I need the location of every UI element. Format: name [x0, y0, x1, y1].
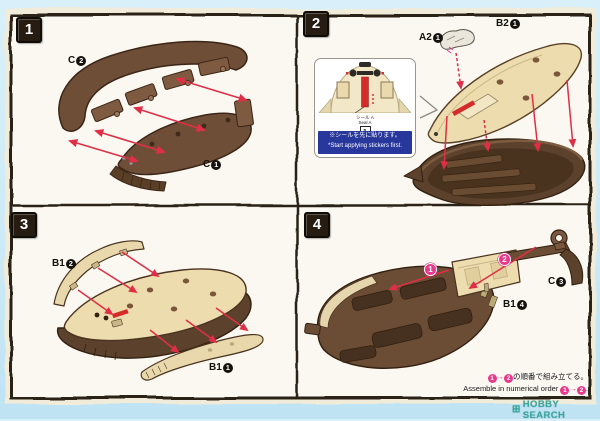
sticker-strip [451, 100, 476, 117]
assembly-arrows [68, 77, 248, 163]
order-2-badge: 2 [498, 253, 511, 266]
part-label-c2: C 2 [68, 55, 87, 66]
step-4-badge: 4 [304, 212, 330, 238]
part-label-a2: A2 1 [419, 32, 443, 43]
part-number-circle: 3 [556, 276, 567, 287]
part-number-circle: 2 [65, 258, 76, 269]
sticker-strip [112, 309, 129, 319]
hobby-search-watermark: ⊞ HOBBY SEARCH [512, 399, 600, 421]
part-number-circle: 1 [509, 18, 520, 29]
part-label-b1-right: B1 1 [209, 362, 233, 373]
part-number-circle: 4 [516, 299, 527, 310]
part-label-c1: C 1 [203, 159, 222, 170]
order-2-inline-badge: 2 [576, 386, 586, 395]
part-label-b1-left: B1 2 [52, 258, 76, 269]
step-2-badge: 2 [303, 11, 329, 37]
arrow-glyph: → [569, 384, 577, 393]
step3-side-rails-drawing [53, 240, 264, 381]
assembly-arrows [440, 52, 577, 170]
part-number-circle: 1 [211, 159, 222, 170]
assembly-arrows [388, 246, 537, 291]
step2-deck-assembly-drawing [403, 29, 586, 206]
step-1-badge: 1 [16, 17, 42, 43]
hull-ribs [90, 56, 231, 123]
part-number-circle: 1 [432, 32, 443, 43]
arrow-glyph: → [496, 372, 505, 381]
part-number-circle: 2 [76, 55, 87, 66]
step4-rudder-assembly-drawing [304, 229, 584, 369]
part-label-b2: B2 1 [496, 18, 520, 29]
seal-label-jp: シール A [356, 115, 374, 120]
order-2-inline-badge: 2 [504, 374, 513, 383]
hobby-search-watermark-text: HOBBY SEARCH [522, 399, 566, 421]
deck-bow-closeup [318, 62, 412, 114]
hobby-search-logo-icon: ⊞ [512, 404, 521, 415]
sticker-note: ※シールを先に貼ります。 *Start applying stickers fi… [318, 131, 412, 154]
order-1-inline-badge: 1 [487, 374, 497, 383]
callout-pointer [419, 95, 438, 119]
part-number-circle: 1 [222, 362, 233, 373]
order-1-badge: 1 [424, 263, 437, 276]
order-1-inline-badge: 1 [560, 386, 570, 395]
assembly-order-note-en: Assemble in numerical order 1→2. [463, 384, 588, 395]
step-3-badge: 3 [11, 212, 37, 238]
seal-label-en: Seal A [358, 120, 372, 126]
sticker-strip [361, 76, 369, 108]
sticker-callout-box: シール A Seal A 1 ※シールを先に貼ります。 *Start apply… [314, 58, 416, 158]
part-label-c3: C 3 [548, 276, 567, 287]
step1-hull-halves-drawing [58, 40, 254, 192]
part-label-b1-stern: B1 4 [503, 299, 527, 310]
hull-recesses [339, 277, 473, 363]
sticker-note-jp: ※シールを先に貼ります。 [329, 133, 401, 139]
assembly-arrows [77, 251, 249, 354]
sticker-note-en: *Start applying stickers first. [327, 142, 403, 149]
